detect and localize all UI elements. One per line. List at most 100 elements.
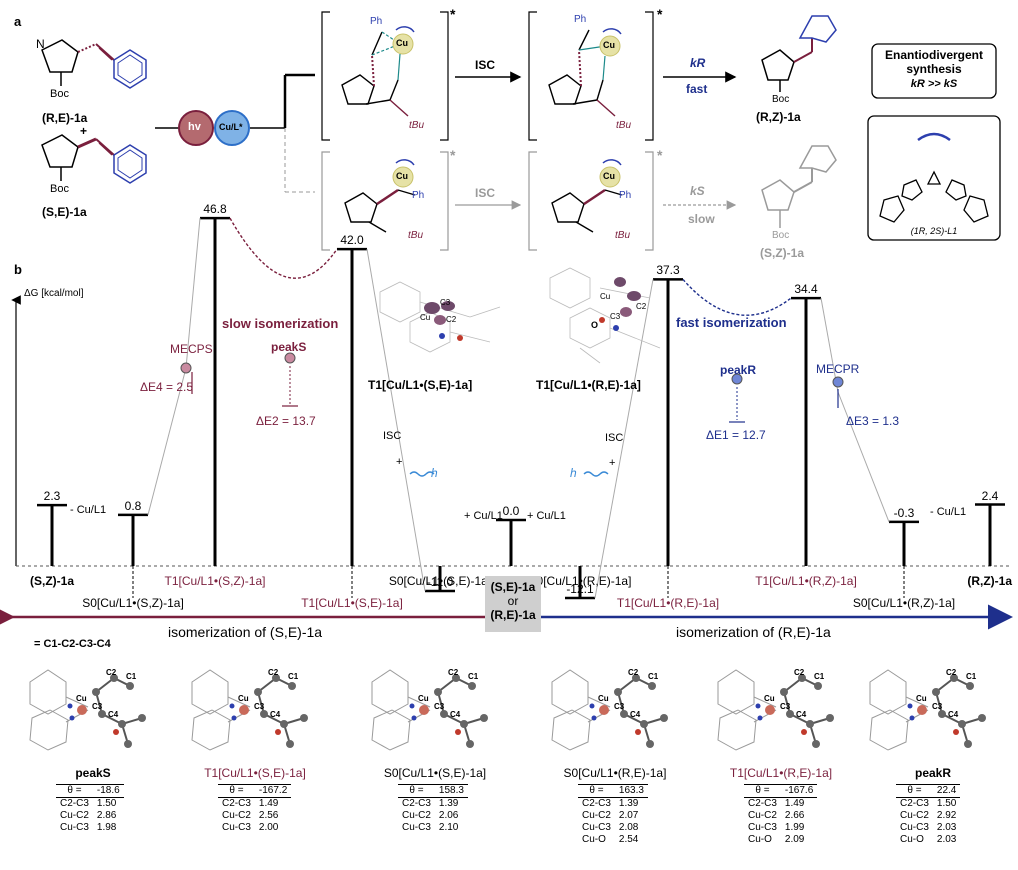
- structure-table-row: θ =-18.6: [56, 784, 124, 798]
- connectors-layer: [147, 217, 890, 599]
- bot-int2-cu: Cu: [603, 171, 615, 181]
- structure-table-row: θ =-167.6: [744, 784, 818, 798]
- mecp-r-ball: [832, 376, 844, 388]
- atom-label: C1: [126, 672, 137, 681]
- reactant-r-boc: Boc: [50, 88, 69, 100]
- energy-level-label: S0[Cu/L1•(R,Z)-1a]: [852, 596, 956, 610]
- crystal-s-label: T1[Cu/L1•(S,E)-1a]: [368, 378, 473, 392]
- structure-image: [858, 652, 1008, 762]
- connector-line: [147, 367, 187, 515]
- bottom-intermediate-1: [344, 159, 416, 233]
- bot-int1-tbu: tBu: [408, 230, 424, 241]
- top-int2-ph: Ph: [574, 14, 587, 25]
- product-r-label: (R,Z)-1a: [756, 110, 801, 124]
- bot-int1-ph: Ph: [412, 190, 425, 201]
- atom-label: C2: [106, 668, 117, 677]
- structure-table-cell: Cu-C3: [60, 822, 89, 833]
- structure-table-cell: 22.4: [932, 784, 961, 798]
- panel-a-letter: a: [14, 14, 22, 29]
- crystal-s-c2: C2: [446, 315, 457, 324]
- energy-level-value: 2.3: [43, 489, 61, 504]
- energy-level-label: (S,Z)-1a: [29, 574, 74, 588]
- atom-label: C1: [814, 672, 825, 681]
- reactant-r-structure: [41, 39, 147, 89]
- structure-table-cell: Cu-C2: [402, 810, 431, 821]
- structure-table-cell: Cu-C3: [402, 822, 431, 833]
- structure-table-cell: Cu-C3: [748, 822, 777, 833]
- ligand-label: (1R, 2S)-L1: [910, 226, 958, 236]
- top-isc-label: ISC: [475, 58, 496, 72]
- crystal-r-c3: C3: [610, 312, 621, 321]
- atom-label: Cu: [238, 694, 249, 703]
- connector-line: [185, 218, 201, 369]
- structure-drawing: [717, 669, 834, 751]
- structure-table-cell: -167.6: [780, 784, 818, 798]
- atom-label: Cu: [76, 694, 87, 703]
- peak-s-label: peakS: [271, 340, 307, 354]
- structure-image: [180, 652, 330, 762]
- atom-label: C2: [268, 668, 279, 677]
- ks-label: kS: [690, 184, 705, 198]
- energy-level-value: -12.1: [566, 582, 594, 597]
- ligand-box: [867, 115, 1001, 241]
- atom-label: C4: [108, 710, 119, 719]
- energy-level-value: 46.8: [203, 202, 227, 217]
- panel-b-letter: b: [14, 262, 22, 277]
- energy-level-label: T1[Cu/L1•(S,E)-1a]: [301, 596, 403, 610]
- structure-table-cell: 2.86: [96, 810, 117, 821]
- atom-label: C2: [794, 668, 805, 677]
- atom-label: Cu: [418, 694, 429, 703]
- energy-level-label: T1[Cu/L1•(R,Z)-1a]: [755, 574, 857, 588]
- structure-table-cell: Cu-C3: [582, 822, 611, 833]
- crystal-s-image: [379, 281, 501, 353]
- peak-s-ball: [284, 352, 296, 364]
- plus-cu-left: + Cu/L1: [464, 510, 503, 522]
- ligand-bite-icon: [917, 132, 951, 142]
- structure-table-cell: 2.66: [784, 810, 805, 821]
- structure-table-cell: 1.50: [96, 798, 117, 809]
- top-int1-tbu: tBu: [409, 120, 425, 131]
- structure-table-row: θ =22.4: [896, 784, 961, 798]
- structure-title: T1[Cu/L1•(S,E)-1a]: [204, 766, 306, 780]
- structure-title: S0[Cu/L1•(S,E)-1a]: [383, 766, 487, 780]
- reactant-s-boc: Boc: [50, 183, 69, 195]
- structure-drawing: [869, 669, 986, 751]
- reactant-r-label: (R,E)-1a: [42, 111, 88, 125]
- center-box: (S,E)-1a or (R,E)-1a: [485, 576, 541, 632]
- structure-table-cell: Cu-O: [748, 834, 772, 845]
- product-s-boc: Boc: [772, 230, 790, 241]
- structure-table-cell: 2.92: [936, 810, 957, 821]
- structure-title: T1[Cu/L1•(R,E)-1a]: [729, 766, 833, 780]
- atom-label: C2: [946, 668, 957, 677]
- structure-table-cell: Cu-C2: [900, 810, 929, 821]
- structure-table-cell: θ =: [398, 784, 435, 798]
- iso-s-label: isomerization of (S,E)-1a: [168, 624, 323, 640]
- slow-label: slow: [688, 212, 715, 226]
- structure-table-cell: 2.56: [258, 810, 279, 821]
- atom-label: C3: [254, 702, 265, 711]
- structure-table-cell: Cu-C2: [222, 810, 251, 821]
- atom-label: C1: [288, 672, 299, 681]
- connector-curve: [409, 471, 435, 477]
- atom-label: Cu: [764, 694, 775, 703]
- product-s-label: (S,Z)-1a: [760, 246, 805, 260]
- structure-table-cell: -18.6: [92, 784, 124, 798]
- structure-table-cell: Cu-C2: [582, 810, 611, 821]
- h-left: h: [431, 466, 438, 480]
- energy-level-value: -0.3: [893, 505, 915, 520]
- atom-label: C3: [780, 702, 791, 711]
- structure-table-cell: 2.54: [618, 834, 639, 845]
- enantio-rel: kR >> kS: [910, 78, 958, 90]
